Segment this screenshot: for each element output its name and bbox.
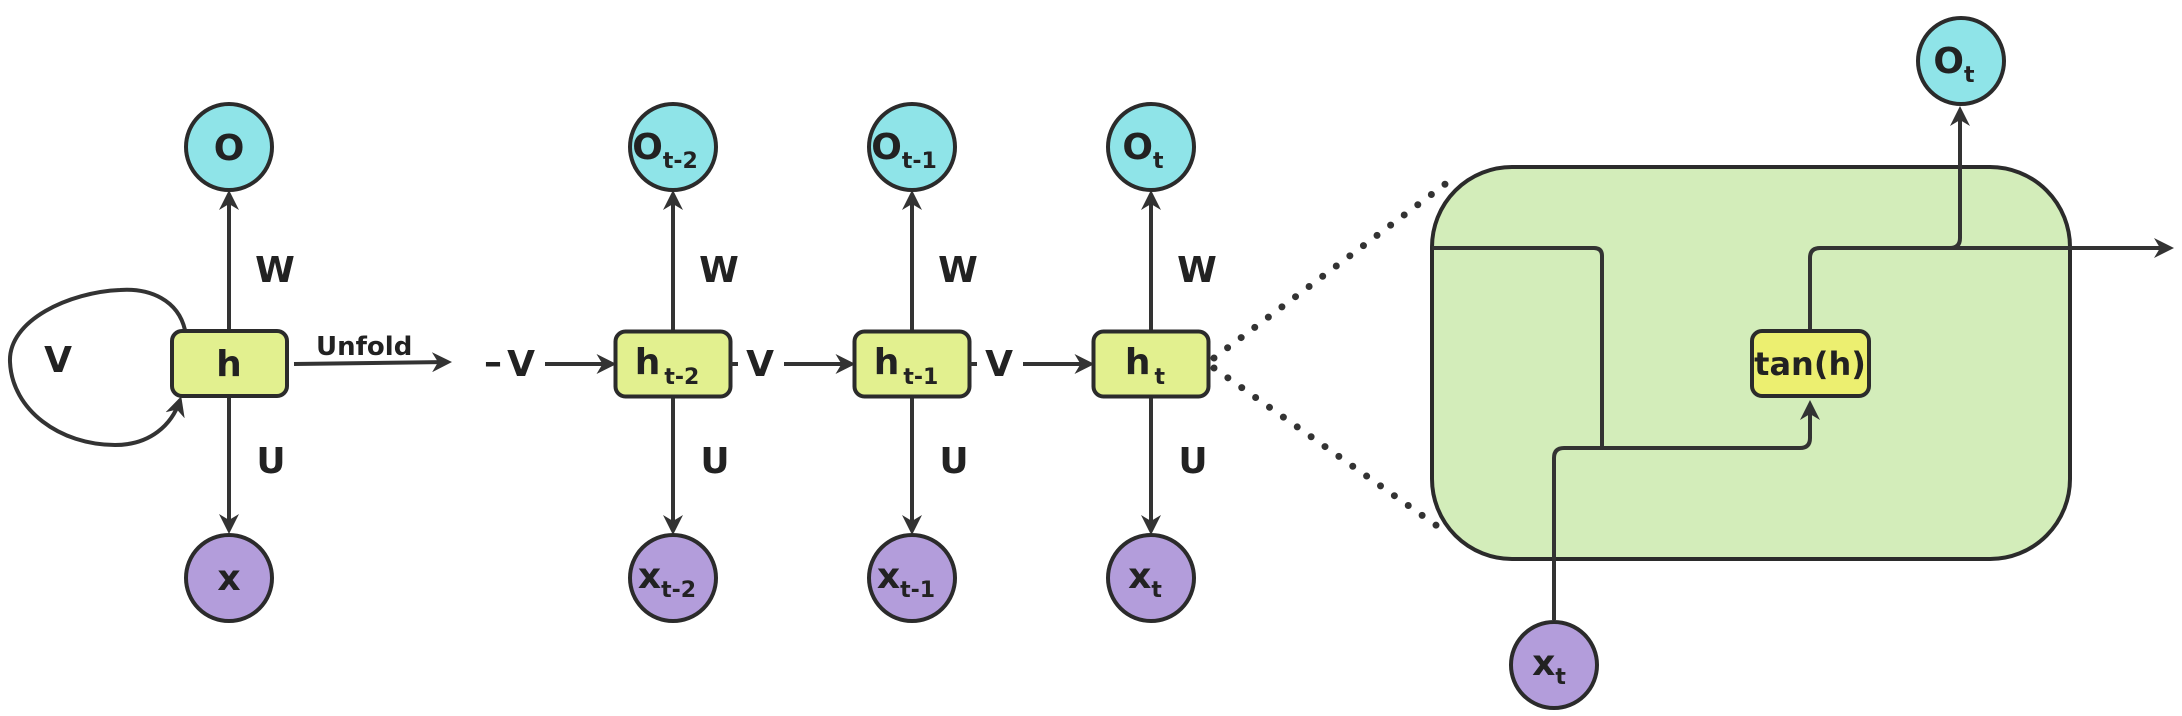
v-label: V bbox=[985, 344, 1013, 385]
output-node-shape bbox=[1106, 102, 1196, 192]
w-label: W bbox=[938, 250, 978, 291]
hidden-node-shape bbox=[1091, 329, 1211, 399]
folded-hidden-label: h bbox=[216, 344, 242, 385]
cell-input-shape bbox=[1509, 620, 1599, 710]
cell-output-node: Ot bbox=[1916, 16, 2006, 106]
input-node-shape bbox=[1106, 533, 1196, 623]
output-label-sub: t-1 bbox=[902, 149, 937, 174]
input-label: xt-2 bbox=[638, 556, 696, 603]
input-line bbox=[1552, 400, 1820, 620]
output-node: Ot-2 bbox=[628, 102, 718, 192]
hidden-label-base: h bbox=[635, 342, 661, 383]
folded-output-label: O bbox=[214, 128, 245, 169]
cell-output-shape bbox=[1916, 16, 2006, 106]
cell-output-label: Ot bbox=[1933, 41, 1975, 88]
input-label-sub: t-1 bbox=[900, 578, 935, 603]
input-node: xt-1 bbox=[867, 533, 957, 623]
output-label-sub: t bbox=[1153, 149, 1164, 174]
previous-state-line bbox=[1432, 246, 1604, 448]
v-label: V bbox=[507, 344, 535, 385]
input-node: xt-2 bbox=[628, 533, 718, 623]
u-label: U bbox=[700, 441, 729, 482]
v-label: V bbox=[746, 344, 774, 385]
folded-u-label: U bbox=[256, 441, 285, 482]
activation-node: tan(h) bbox=[1750, 329, 1871, 398]
activation-node-shape bbox=[1750, 329, 1871, 398]
folded-rnn: O h x W U V Unfold bbox=[7, 102, 452, 623]
w-label: W bbox=[699, 250, 739, 291]
folded-w-label: W bbox=[255, 250, 295, 291]
input-label: xt bbox=[1128, 556, 1162, 603]
folded-input-node: x bbox=[184, 533, 274, 623]
input-label-base: x bbox=[1128, 556, 1151, 597]
unfold-arrow bbox=[293, 352, 452, 373]
output-branch-line bbox=[1905, 106, 1970, 250]
output-node-shape bbox=[184, 102, 274, 192]
hidden-node-shape bbox=[170, 329, 289, 398]
output-label-sub: t-2 bbox=[663, 149, 698, 174]
u-label: U bbox=[939, 441, 968, 482]
output-label-base: O bbox=[632, 127, 663, 168]
activation-out-line bbox=[1808, 238, 2174, 330]
output-label-base: O bbox=[1122, 127, 1153, 168]
hidden-label-sub: t bbox=[1155, 365, 1166, 390]
u-label: U bbox=[1178, 441, 1207, 482]
activation-label: tan(h) bbox=[1754, 345, 1866, 383]
folded-v-label: V bbox=[44, 340, 72, 381]
cell-input-label: xt bbox=[1532, 643, 1566, 690]
input-label-base: x bbox=[638, 556, 661, 597]
hidden-label-sub: t-1 bbox=[903, 365, 938, 390]
input-label-base: x bbox=[877, 556, 900, 597]
unfold-label: Unfold bbox=[316, 332, 412, 362]
input-node-shape bbox=[628, 533, 718, 623]
zoom-line-top bbox=[1210, 178, 1452, 362]
zoom-line-bottom bbox=[1210, 364, 1444, 532]
output-node: Ot bbox=[1106, 102, 1196, 192]
output-node: Ot-1 bbox=[867, 102, 957, 192]
folded-hidden-node: h bbox=[170, 329, 289, 398]
output-label: Ot-2 bbox=[632, 127, 698, 174]
leading-dash: – bbox=[484, 342, 502, 383]
w-label: W bbox=[1177, 250, 1217, 291]
cell-input-node: xt bbox=[1509, 620, 1599, 710]
cell-input-sub: t bbox=[1555, 665, 1566, 690]
output-label: Ot bbox=[1122, 127, 1164, 174]
input-node-shape bbox=[867, 533, 957, 623]
folded-output-node: O bbox=[184, 102, 274, 192]
hidden-label-sub: t-2 bbox=[664, 365, 699, 390]
hidden-label-base: h bbox=[874, 342, 900, 383]
cell-output-sub: t bbox=[1964, 63, 1975, 88]
cell-output-base: O bbox=[1933, 41, 1964, 82]
recurrent-loop-edge bbox=[7, 287, 187, 448]
output-label: Ot-1 bbox=[871, 127, 937, 174]
input-node: xt bbox=[1106, 533, 1196, 623]
cell-input-base: x bbox=[1532, 643, 1555, 684]
input-node-shape bbox=[184, 533, 274, 623]
hidden-label-base: h bbox=[1125, 342, 1151, 383]
input-label-sub: t-2 bbox=[661, 578, 696, 603]
input-label: xt-1 bbox=[877, 556, 935, 603]
input-label-sub: t bbox=[1151, 578, 1162, 603]
cell-detail: tan(h) Ot xt bbox=[1210, 16, 2174, 710]
folded-input-label: x bbox=[217, 558, 240, 599]
output-node-shape bbox=[628, 102, 718, 192]
output-label-base: O bbox=[871, 127, 902, 168]
output-node-shape bbox=[867, 102, 957, 192]
